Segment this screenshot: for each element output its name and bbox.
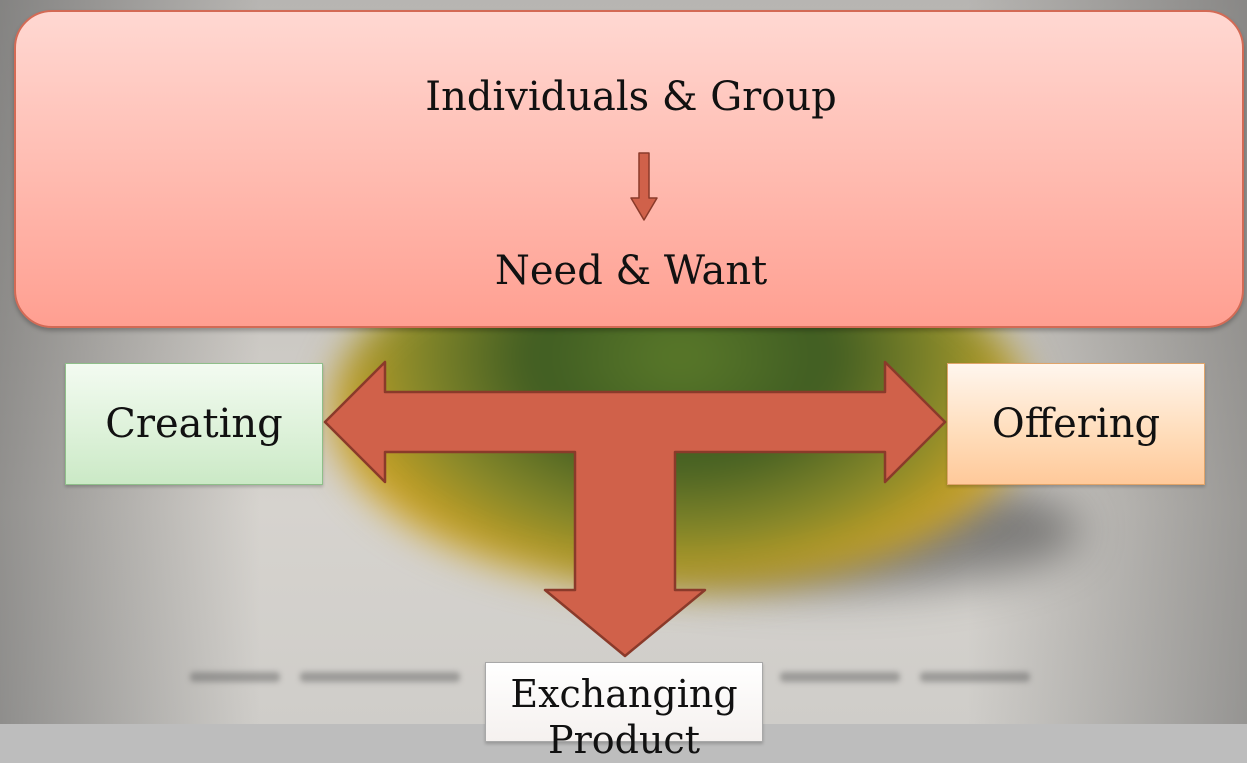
exchanging-label: Exchanging bbox=[510, 672, 738, 716]
creating-box: Creating bbox=[65, 363, 323, 485]
individuals-group-label: Individuals & Group bbox=[425, 74, 837, 120]
need-want-label: Need & Want bbox=[494, 248, 768, 294]
needs-box: Individuals & Group Need & Want bbox=[14, 10, 1244, 328]
background-text-smudge bbox=[780, 672, 900, 682]
t-arrow-icon bbox=[323, 360, 947, 658]
background-text-smudge bbox=[920, 672, 1030, 682]
exchanging-product-box: Exchanging Product bbox=[485, 662, 763, 762]
background-text-smudge bbox=[300, 672, 460, 682]
offering-label: Offering bbox=[991, 401, 1161, 447]
background-text-smudge bbox=[190, 672, 280, 682]
creating-label: Creating bbox=[105, 401, 283, 447]
down-arrow-icon bbox=[630, 152, 658, 221]
offering-box: Offering bbox=[947, 363, 1205, 485]
